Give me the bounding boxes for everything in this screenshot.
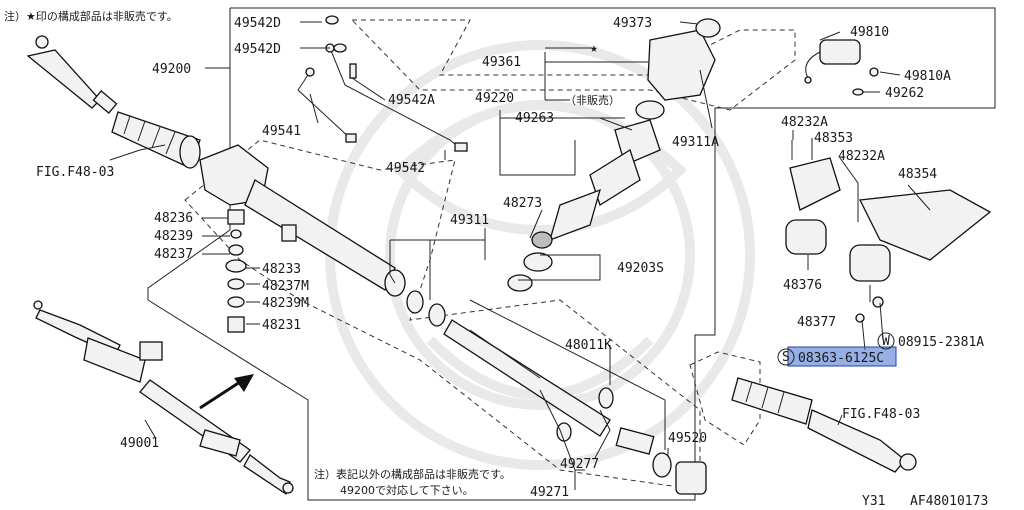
label-49263: 49263 — [515, 111, 554, 126]
label-48239: 48239 — [154, 229, 193, 244]
label-49520: 49520 — [668, 431, 707, 446]
notes: 注）★印の構成部品は非販売です。 注）表記以外の構成部品は非販売です。 4920… — [4, 9, 620, 497]
pinion-valve — [531, 18, 721, 249]
label-48011K: 48011K — [565, 338, 612, 353]
label-49542D-1: 49542D — [234, 16, 281, 31]
label-48354: 48354 — [898, 167, 937, 182]
label-49311A: 49311A — [672, 135, 719, 150]
direction-arrow — [199, 374, 254, 410]
label-48237: 48237 — [154, 247, 193, 262]
label-08915-2381A: 08915-2381A — [898, 335, 984, 350]
footer-figure-id: AF48010173 — [910, 494, 988, 509]
label-48239M: 48239M — [262, 296, 309, 311]
part-highlight — [787, 346, 897, 367]
label-48377: 48377 — [797, 315, 836, 330]
bottom-note-line1: 注）表記以外の構成部品は非販売です。 — [314, 467, 511, 481]
label-49361: 49361 — [482, 55, 521, 70]
left-boot — [111, 111, 201, 169]
label-49262: 49262 — [885, 86, 924, 101]
mounting-brackets — [785, 140, 992, 323]
top-note: 注）★印の構成部品は非販売です。 — [4, 9, 178, 23]
label-08363-6125C: 08363-6125C — [798, 351, 884, 366]
gear-housing — [199, 144, 406, 297]
label-48237M: 48237M — [262, 279, 309, 294]
label-49542A: 49542A — [388, 93, 435, 108]
label-49001: 49001 — [120, 436, 159, 451]
label-48233: 48233 — [262, 262, 301, 277]
housing-seals — [406, 252, 553, 327]
label-W-mark: W — [882, 334, 890, 349]
assembly-frame — [147, 7, 996, 501]
footer-page-code: Y31 — [862, 494, 885, 509]
label-fig-left: FIG.F48-03 — [36, 165, 114, 180]
label-48231: 48231 — [262, 318, 301, 333]
gear-housing-outline — [184, 139, 701, 491]
label-48273: 48273 — [503, 196, 542, 211]
label-49541: 49541 — [262, 124, 301, 139]
bottom-note-line2: 49200で対応して下さい。 — [340, 483, 474, 497]
label-49220: 49220 — [475, 91, 514, 106]
screw-mark-circle — [777, 348, 795, 366]
label-48236: 48236 — [154, 211, 193, 226]
label-49542D-2: 49542D — [234, 42, 281, 57]
label-48232A-2: 48232A — [838, 149, 885, 164]
label-49810A: 49810A — [904, 69, 951, 84]
not-sold-tag: （非販売） — [565, 94, 620, 107]
bushing-stack — [225, 209, 247, 333]
leader-lines — [109, 21, 931, 490]
rack-bar — [443, 319, 611, 437]
label-49542: 49542 — [386, 161, 425, 176]
label-49810: 49810 — [850, 25, 889, 40]
label-fig-right: FIG.F48-03 — [842, 407, 920, 422]
right-tie-rod-outline — [689, 351, 761, 446]
label-48353: 48353 — [814, 131, 853, 146]
label-49271: 49271 — [530, 485, 569, 500]
right-tie-rod — [731, 377, 917, 473]
label-49200: 49200 — [152, 62, 191, 77]
pressure-pipes — [297, 15, 468, 152]
label-48376: 48376 — [783, 278, 822, 293]
left-tie-rod-end — [26, 35, 118, 114]
complete-gear-assembly — [33, 300, 294, 496]
label-49311: 49311 — [450, 213, 489, 228]
part-labels: 49542D 49542D 49200 49542A 49541 49542 4… — [36, 16, 984, 500]
footer: Y31 AF48010173 — [862, 494, 988, 509]
star-mark: ★ — [590, 41, 598, 56]
label-S-mark: S — [782, 350, 790, 365]
label-49203S: 49203S — [617, 261, 664, 276]
rack-seals-right — [556, 387, 707, 495]
sensor-49810 — [804, 39, 879, 96]
label-48232A-1: 48232A — [781, 115, 828, 130]
washer-mark-circle — [877, 332, 895, 350]
label-49373: 49373 — [613, 16, 652, 31]
label-49277: 49277 — [560, 457, 599, 472]
